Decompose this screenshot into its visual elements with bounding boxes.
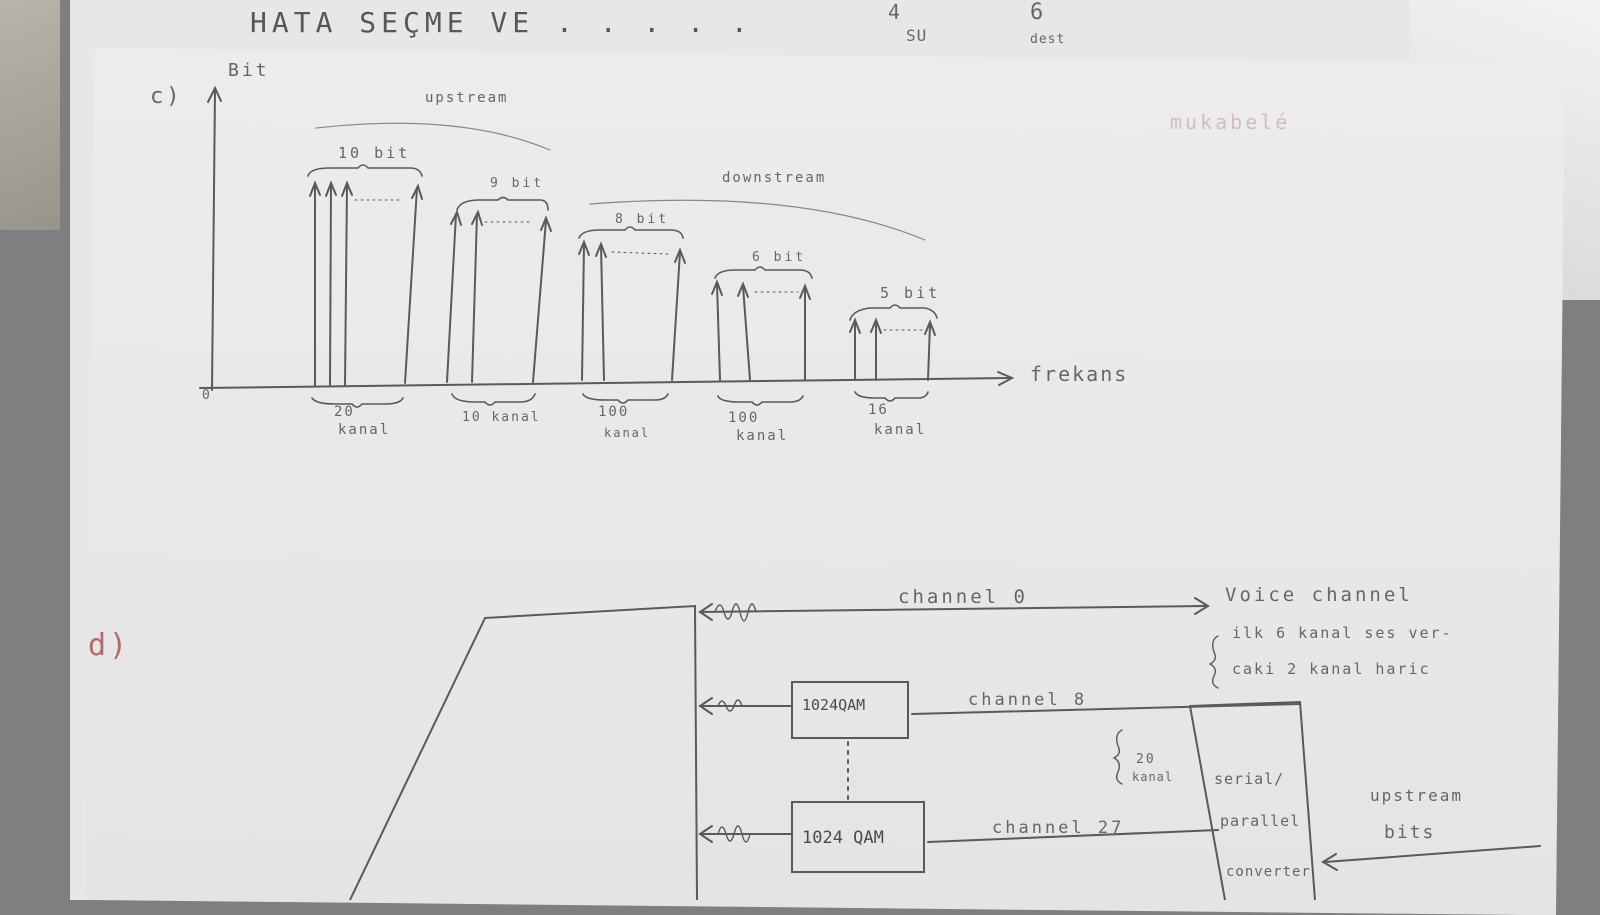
note-line-1: ilk 6 kanal ses ver- (1232, 624, 1453, 642)
x-axis (199, 377, 1011, 389)
range-count: 20 (1136, 752, 1156, 767)
group-3-arrows (578, 239, 686, 381)
part-c-label: c) (150, 84, 183, 109)
y-axis-arrow (207, 85, 222, 103)
range-unit: kanal (1132, 770, 1174, 784)
bottom-braces (311, 391, 929, 408)
group-4-bits: 6 bit (752, 250, 807, 265)
qam-bottom-box (791, 801, 925, 873)
channel-0-arrow-left (698, 603, 713, 621)
upstream-bits-line (1324, 845, 1541, 863)
qam-bottom-label: 1024 QAM (802, 828, 884, 848)
upstream-label: upstream (425, 90, 509, 106)
converter-box (1189, 700, 1316, 900)
origin-label: 0 (202, 388, 213, 403)
header-title: HATA SEÇME VE . . . . . (250, 6, 753, 39)
group-2-bits: 9 bit (490, 176, 545, 191)
channel-8-label: channel 8 (968, 690, 1088, 710)
paper-stack-left (0, 0, 60, 230)
converter-line-2: parallel (1220, 812, 1301, 830)
channel-0-line (699, 605, 1206, 613)
channel-0-wave (714, 603, 757, 622)
channel-27-label: channel 27 (992, 818, 1125, 838)
part-d-label: d) (88, 628, 131, 663)
group-5-arrows (849, 317, 936, 381)
bleed-through-text: mukabelé (1170, 110, 1291, 134)
group-5-bits: 5 bit (880, 284, 941, 302)
y-axis (211, 89, 216, 391)
x-axis-label: frekans (1030, 362, 1129, 386)
group-3-channels: 100 (598, 404, 630, 420)
score-1: 4 (888, 0, 904, 24)
channel-27-line (927, 829, 1219, 843)
qam-top-box (791, 681, 909, 739)
voice-channel-label: Voice channel (1225, 584, 1413, 606)
y-axis-label: Bit (228, 60, 270, 81)
note-line-2: caki 2 kanal haric (1232, 660, 1431, 678)
downstream-label: downstream (722, 170, 827, 186)
group-2-arrows (446, 209, 552, 383)
note-brace (1208, 635, 1219, 689)
converter-line-1: serial/ (1214, 770, 1285, 788)
qam-top-label: 1024QAM (802, 696, 866, 714)
ellipsis-dots (354, 199, 925, 331)
channel-0-label: channel 0 (898, 586, 1028, 608)
group-3-channels-unit: kanal (604, 426, 651, 440)
upstream-bits-label-1: upstream (1370, 786, 1464, 805)
group-1-channels-unit: kanal (338, 422, 391, 438)
converter-line-3: converter (1226, 864, 1311, 880)
upstream-arc (315, 122, 551, 151)
downstream-arc (589, 199, 926, 241)
group-1-channels: 20 (334, 404, 355, 420)
channel-8-line (911, 703, 1301, 715)
score-2-sub: dest (1030, 32, 1066, 47)
group-4-arrows (711, 279, 811, 381)
range-brace (1112, 729, 1123, 785)
group-1-bits: 10 bit (338, 144, 411, 162)
channel-0-arrow-right (1194, 597, 1210, 615)
score-1-sub: SU (906, 26, 928, 45)
group-3-bits: 8 bit (615, 212, 670, 227)
group-4-channels-unit: kanal (736, 428, 789, 444)
upstream-bits-label-2: bits (1384, 822, 1436, 843)
top-braces (307, 164, 938, 321)
group-1-arrows (309, 180, 423, 386)
group-5-channels-unit: kanal (874, 422, 927, 438)
x-axis-arrow (997, 371, 1015, 386)
score-2: 6 (1030, 0, 1047, 25)
group-2-channels: 10 kanal (462, 410, 541, 425)
group-4-channels: 100 (728, 410, 760, 426)
group-5-channels: 16 (868, 402, 889, 418)
splitter-shape (349, 604, 698, 900)
